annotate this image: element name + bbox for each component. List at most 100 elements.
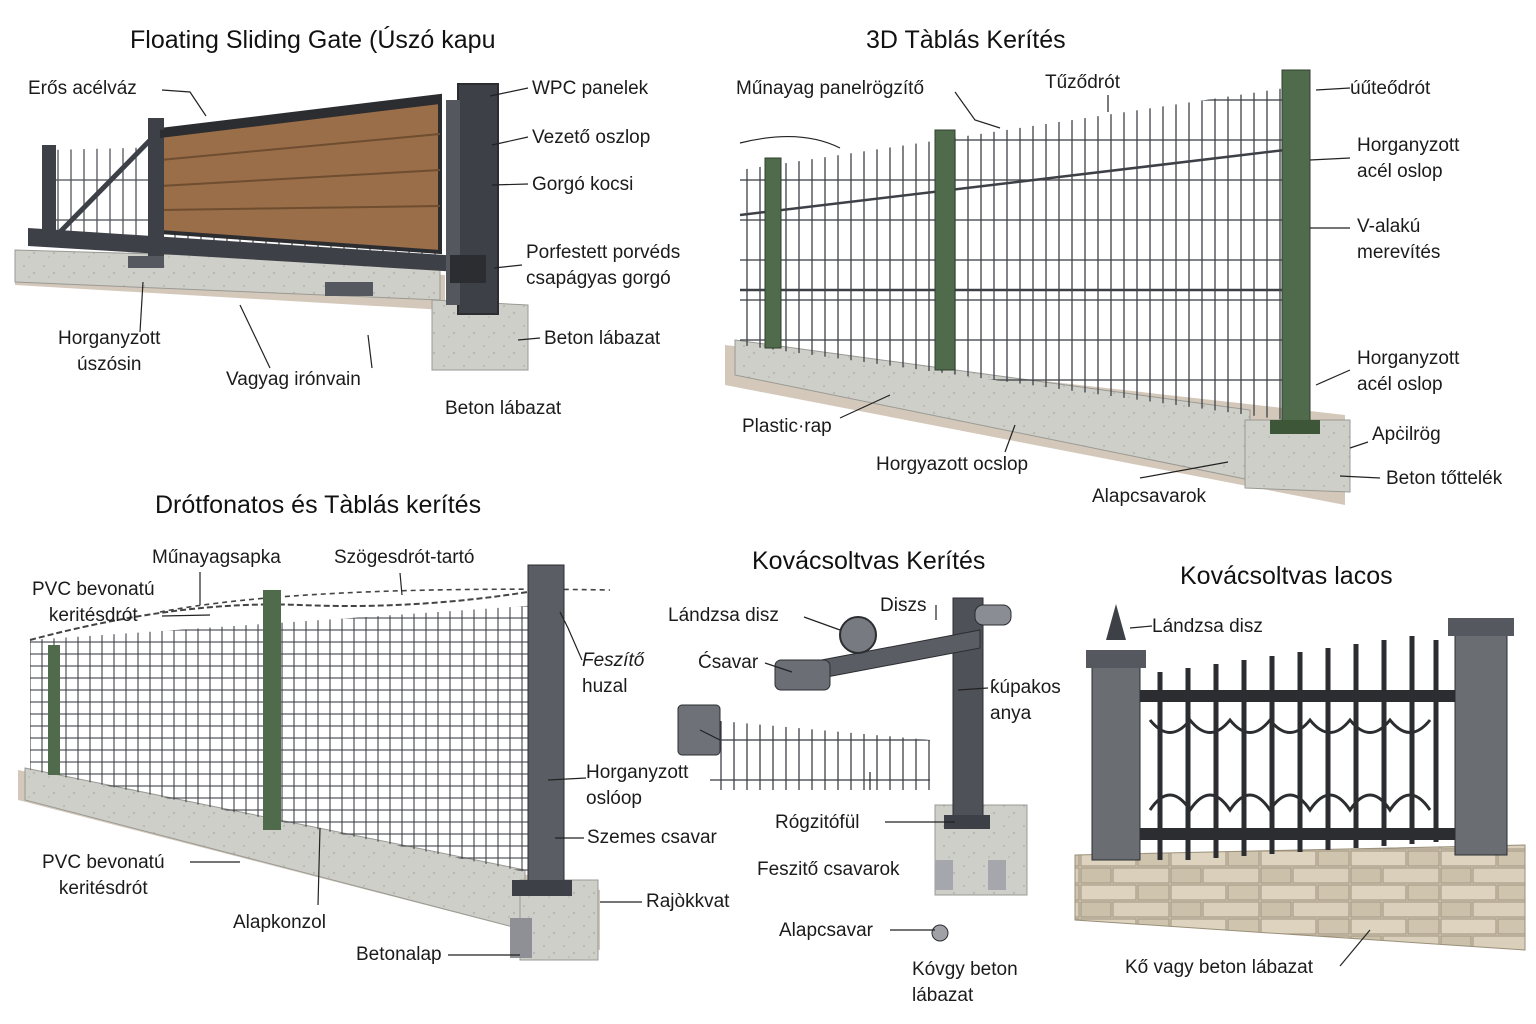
label-roller-carriage: Gorgó kocsi bbox=[532, 174, 634, 195]
wrought-iron-lacos-title: Kovácsoltvas lacos bbox=[1180, 562, 1393, 590]
green-post bbox=[934, 129, 956, 371]
label-line-2: merevítés bbox=[1357, 242, 1441, 263]
chain-link-mesh bbox=[30, 605, 540, 875]
label-galvanized-rail: Horganyzott úszósin bbox=[58, 326, 160, 378]
wrought-iron-detail-drawing bbox=[677, 597, 1028, 942]
label-pvc-wire-bottom: PVC bevonatú keritésdrót bbox=[42, 850, 165, 902]
label-line-1: Kóvgy beton bbox=[912, 959, 1018, 980]
welded-mesh-detail bbox=[710, 720, 930, 790]
panel-fence-3d-drawing bbox=[725, 69, 1351, 505]
label-pvc-wire-top: PVC bevonatú keritésdrót bbox=[32, 577, 155, 629]
scroll-ornaments bbox=[1148, 717, 1432, 813]
wire-fence-drawing bbox=[18, 564, 611, 961]
gate-end-post bbox=[42, 145, 56, 245]
green-post bbox=[263, 590, 281, 830]
wpc-plank-line bbox=[159, 133, 441, 161]
iron-pickets bbox=[1157, 636, 1439, 860]
barbed-wire bbox=[29, 589, 541, 641]
label-galvanized-post: Horgyazott ocslop bbox=[876, 454, 1029, 475]
wpc-plank-line bbox=[159, 169, 441, 187]
label-line-1: Feszítő bbox=[582, 650, 645, 671]
stone-post-right bbox=[1454, 629, 1508, 856]
label-line-1: Horganyzott bbox=[586, 762, 689, 783]
stone-base bbox=[1074, 844, 1526, 951]
label-line-1: ƙúpakos bbox=[990, 677, 1061, 698]
label-guide-rail: Vagyag irónvain bbox=[226, 369, 361, 390]
label-plastic-strap: Plastic·rap bbox=[742, 416, 832, 437]
label-tension-bolts: Feszitő csavarok bbox=[757, 859, 900, 880]
floating-rail bbox=[28, 228, 460, 272]
label-stone-concrete-base: Kóvgy beton lábazat bbox=[912, 957, 1018, 1009]
base-plate bbox=[512, 880, 572, 896]
label-stone-base: Kő vagy beton lábazat bbox=[1125, 957, 1314, 978]
green-post bbox=[1281, 69, 1311, 431]
green-post bbox=[48, 645, 60, 775]
post-cap-right bbox=[1448, 618, 1514, 636]
label-steel-post-b: Horganyzott acél oslop bbox=[1357, 346, 1459, 398]
label-line-2: acél oslop bbox=[1357, 161, 1443, 182]
label-line-2: keritésdrót bbox=[48, 605, 138, 626]
galvanized-post bbox=[527, 564, 565, 896]
label-line-1: Porfestett porvéds bbox=[526, 242, 681, 263]
label-screw: Ćsavar bbox=[698, 652, 759, 673]
post-base-plate bbox=[1270, 420, 1320, 434]
label-concrete-base: Betonalap bbox=[356, 944, 442, 965]
label-anchor-rod: Apċilrög bbox=[1372, 424, 1441, 445]
label-plastic-cap: Műnayagsapka bbox=[152, 547, 281, 568]
label-concrete-base-1: Beton lábazat bbox=[544, 328, 661, 349]
label-top-wire: úűteődrót bbox=[1350, 78, 1431, 99]
label-cap-nut: ƙúpakos anya bbox=[990, 675, 1061, 727]
label-line-2: acél oslop bbox=[1357, 374, 1443, 395]
anchor-bolt-head bbox=[931, 924, 949, 942]
diagonal-brace bbox=[58, 128, 162, 234]
label-line-2: keritésdrót bbox=[58, 878, 148, 899]
ground-roller bbox=[128, 256, 164, 268]
label-spear-ornament: Lándzsa disz bbox=[668, 605, 779, 626]
leader-lines bbox=[139, 87, 1381, 967]
label-steel-post-a: Horganyzott acél oslop bbox=[1357, 133, 1459, 185]
label-line-2: úszósin bbox=[77, 354, 142, 375]
label-line-1: PVC bevonatú bbox=[42, 852, 165, 873]
welded-mesh-panel bbox=[740, 88, 1285, 420]
label-anchor-bolts: Alapcsavarok bbox=[1092, 486, 1207, 507]
label-anchor-bolt: Alapcsavar bbox=[779, 920, 873, 941]
label-fixing-lug: Rógzitófül bbox=[775, 812, 860, 833]
sliding-gate-title: Floating Sliding Gate (Úszó kapu bbox=[130, 26, 496, 54]
label-line-1: Horganyzott bbox=[1357, 135, 1460, 156]
post-foot-plate bbox=[944, 815, 990, 829]
label-concrete-base-2: Beton lábazat bbox=[445, 398, 562, 419]
label-steel-frame: Erős acélváz bbox=[28, 78, 137, 99]
sliding-gate-drawing bbox=[14, 83, 529, 371]
label-line-2: csapágyas gorgó bbox=[526, 268, 671, 289]
label-line-1: V-alakú bbox=[1357, 216, 1421, 237]
label-bearing-roller: Porfestett porvéds csapágyas gorgó bbox=[526, 240, 680, 292]
post-cap-left bbox=[1086, 650, 1146, 668]
label-plastic-clip: Műnayag panelrögzítő bbox=[736, 78, 925, 99]
label-eye-bolt: Szemes csavar bbox=[587, 827, 717, 848]
label-tie-wire: Tűződrót bbox=[1045, 72, 1120, 93]
label-galvanized-post: Horganyzott oslóop bbox=[586, 760, 688, 812]
v-bend bbox=[739, 148, 1286, 217]
gate-frame-post bbox=[148, 118, 164, 258]
label-spear-ornament-2: Lándzsa disz bbox=[1152, 616, 1263, 637]
label-line-2: anya bbox=[990, 703, 1032, 724]
label-guide-post: Vezető oszlop bbox=[532, 127, 651, 148]
label-line-2: oslóop bbox=[586, 788, 642, 809]
label-line-1: Horganyzott bbox=[58, 328, 161, 349]
panel-fence-3d-title: 3D Tàblás Kerítés bbox=[866, 26, 1066, 54]
screw-assembly bbox=[774, 659, 831, 691]
label-anchor: Rajòkkvat bbox=[646, 891, 730, 912]
tension-bolt bbox=[988, 860, 1006, 890]
wrought-iron-fence-drawing bbox=[1074, 604, 1526, 951]
green-post bbox=[764, 157, 782, 349]
ground-roller bbox=[325, 282, 373, 296]
label-concrete-fill: Beton tőttelék bbox=[1386, 468, 1503, 489]
guide-post-side bbox=[446, 100, 460, 305]
wpc-plank-line bbox=[159, 205, 441, 211]
label-v-reinforcement: V-alakú merevítés bbox=[1357, 214, 1440, 266]
label-tension-wire: Feszítő huzal bbox=[582, 648, 644, 700]
label-wpc-panels: WPC panelek bbox=[532, 78, 649, 99]
label-decoration: Diszs bbox=[880, 595, 927, 616]
label-line-2: huzal bbox=[582, 676, 628, 697]
